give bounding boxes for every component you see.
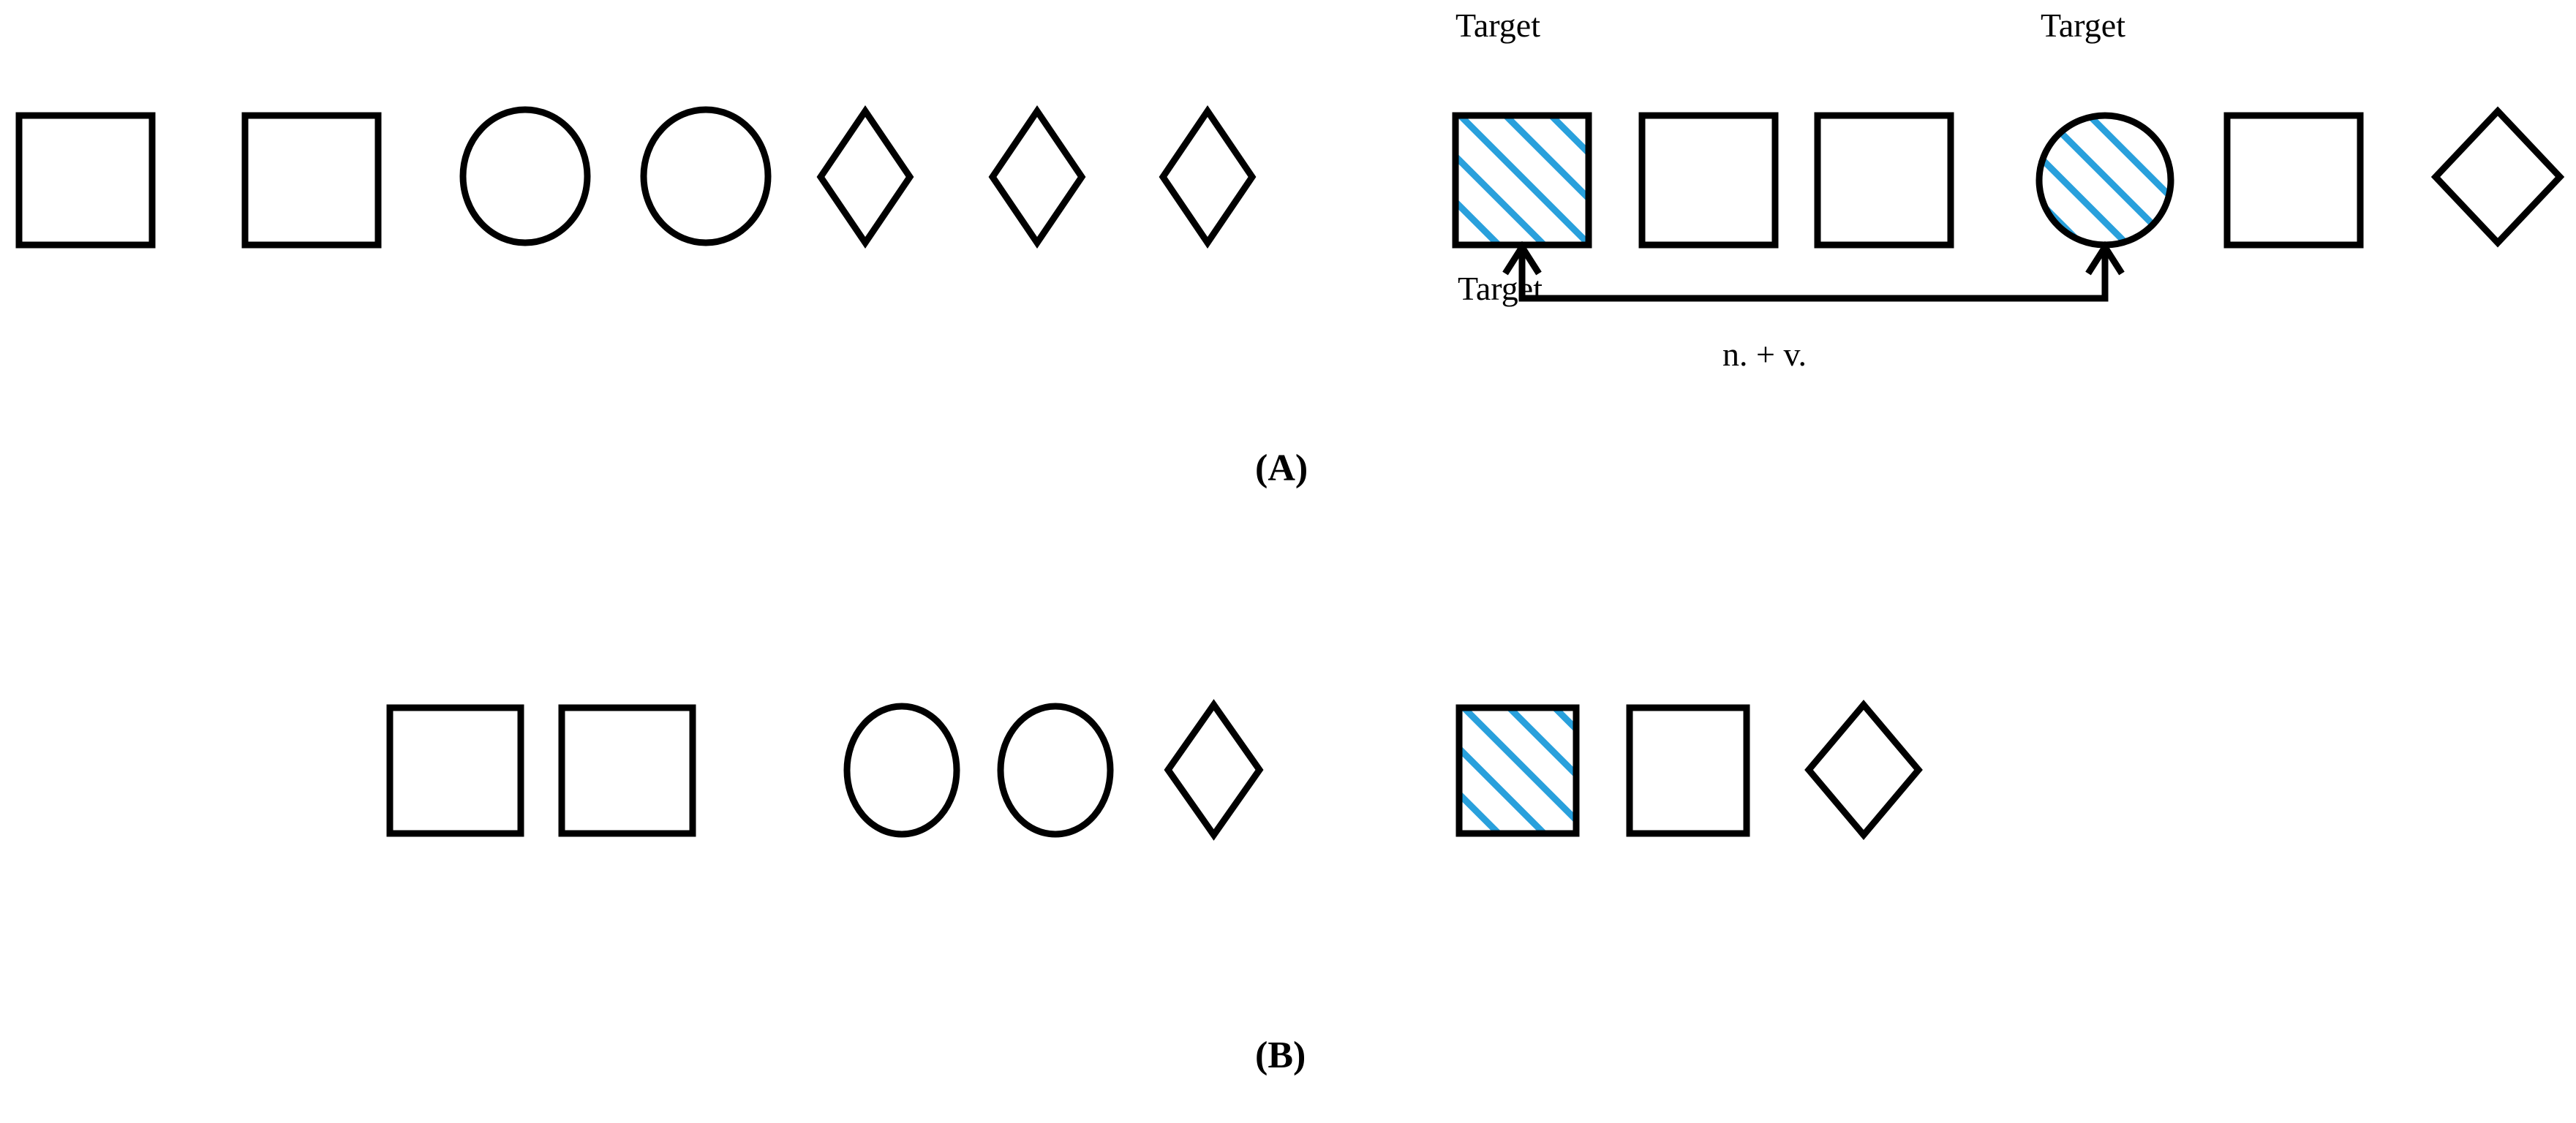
- square-shape: [1623, 701, 1753, 840]
- square-shape: [555, 701, 699, 840]
- relation-label: n. + v.: [1722, 336, 1807, 373]
- panel-label-a: (A): [1255, 447, 1308, 489]
- target-label: Target: [2041, 7, 2125, 44]
- panel-label-b: (B): [1255, 1035, 1306, 1076]
- circle-shape: [994, 700, 1117, 841]
- square-shape: [1811, 109, 1957, 252]
- square-shape: [2221, 109, 2367, 252]
- diamond-shape: [814, 105, 916, 249]
- circle-shape: [456, 103, 594, 249]
- target-label: Target: [1458, 270, 1543, 307]
- diamond-shape: [1156, 105, 1259, 249]
- square-shape: [383, 701, 527, 840]
- square-shape: [12, 109, 159, 252]
- relation-arrow: [1500, 225, 2127, 320]
- square-shape: [1635, 109, 1782, 252]
- circle-shape: [637, 103, 775, 249]
- circle-shape: [840, 700, 963, 841]
- square-shape: [238, 109, 385, 252]
- diamond-shape: [1161, 698, 1266, 842]
- diamond-shape: [986, 105, 1088, 249]
- diamond-shape: [1802, 698, 1925, 842]
- square-target-shape: [1453, 701, 1583, 840]
- diamond-shape: [2429, 105, 2566, 249]
- target-label: Target: [1455, 7, 1540, 44]
